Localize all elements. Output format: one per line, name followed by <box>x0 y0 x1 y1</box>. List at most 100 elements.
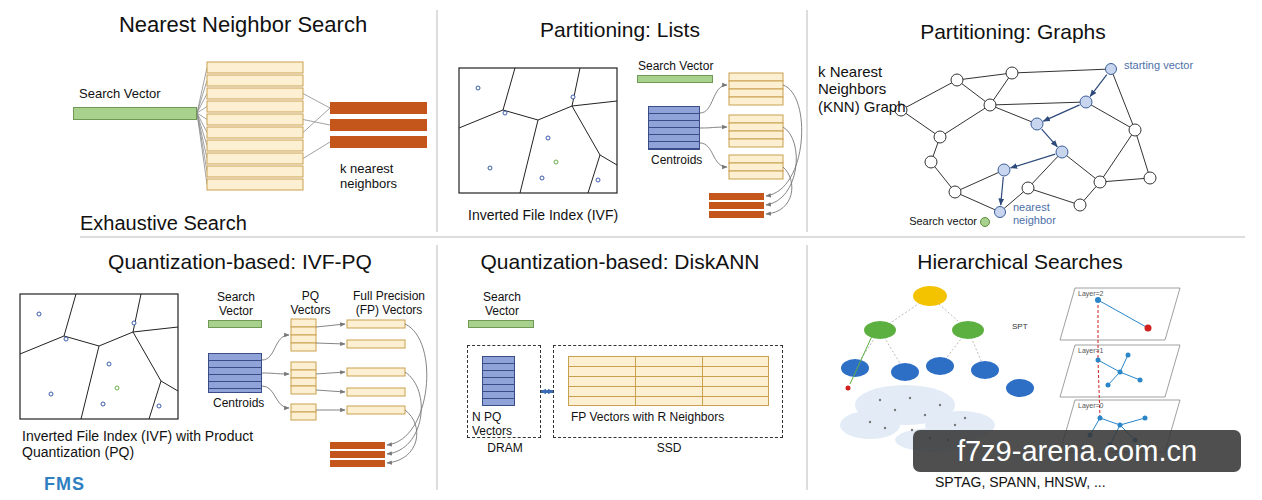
layer-link <box>1108 372 1120 385</box>
list-stack <box>729 97 783 105</box>
layer-label: Layer=2 <box>1078 290 1128 298</box>
graph-edge <box>955 192 1000 212</box>
pq-stack <box>291 386 316 394</box>
flow-arrow <box>316 410 345 411</box>
node-label: SSD <box>554 442 784 456</box>
voronoi-map <box>572 106 617 165</box>
layer-point <box>1143 416 1148 421</box>
graph-edge <box>1100 178 1150 182</box>
vector-node: Search Vector <box>468 320 534 328</box>
data-point <box>909 397 911 399</box>
flow-arrow <box>316 372 345 374</box>
graph-edge <box>1111 69 1135 130</box>
flow-arrow <box>316 390 345 392</box>
section-caption: Exhaustive Search <box>80 212 330 235</box>
database-vector <box>207 127 303 138</box>
graph-vertex <box>1144 172 1156 184</box>
database-vector <box>207 75 303 86</box>
flow-arrow <box>700 143 727 167</box>
layer-link <box>1098 360 1120 372</box>
graph-edge <box>1135 130 1150 178</box>
node-label: DRAM <box>468 442 542 456</box>
voronoi-map <box>572 68 580 106</box>
layer-point <box>1098 416 1103 421</box>
database-vector <box>207 114 303 125</box>
list-stack <box>729 171 783 179</box>
graph-edge <box>1086 102 1135 130</box>
graph-vertex <box>895 67 1156 211</box>
voronoi-map <box>459 68 515 128</box>
pq-stack <box>291 319 316 420</box>
voronoi-map <box>503 111 507 115</box>
flow-arrow <box>700 85 802 214</box>
graph-vertex <box>951 74 963 86</box>
example-list: SPTAG, SPANN, HNSW, ... <box>935 474 1185 490</box>
fan-line <box>197 113 207 185</box>
node-label: Search Vector <box>469 291 535 319</box>
vector-node: Search Vector <box>208 320 262 328</box>
visited-vertex <box>1031 118 1043 130</box>
pq-stack <box>291 404 316 412</box>
flow-arrow <box>387 324 427 445</box>
vector-node: Search Vector <box>73 107 197 120</box>
data-point <box>939 404 941 406</box>
search-path-arrow <box>1090 75 1107 97</box>
node-label: starting vector <box>1124 59 1224 72</box>
tree-node <box>952 321 984 339</box>
cluster-cloud <box>840 411 900 439</box>
result-vector <box>709 202 764 209</box>
layer-plane <box>1060 288 1180 452</box>
database-vector <box>207 62 303 73</box>
flow-arrow <box>766 167 792 214</box>
result-vector <box>330 442 385 449</box>
data-point <box>894 409 896 411</box>
panel-divider <box>807 10 808 232</box>
list-stack <box>729 115 783 123</box>
data-point <box>964 417 966 419</box>
graph-edge <box>990 102 1086 105</box>
pq-stack <box>291 370 316 378</box>
voronoi-map <box>459 68 617 193</box>
fan-line <box>303 94 330 109</box>
panel-divider <box>437 245 438 490</box>
list-stack <box>729 73 783 81</box>
layer-link <box>1120 418 1145 425</box>
panel-divider <box>437 10 438 232</box>
panel-divider <box>807 245 808 490</box>
database-vector <box>207 179 303 190</box>
flow-arrow <box>766 85 802 196</box>
node-label: nearest neighbor <box>1013 201 1068 226</box>
result-vector <box>330 460 385 467</box>
fp-vector <box>347 406 405 414</box>
graph-vertex <box>1022 182 1034 194</box>
tree-node <box>850 336 872 384</box>
layer-point <box>1106 383 1111 388</box>
layer-point <box>1096 358 1101 363</box>
layer-link <box>1100 418 1120 425</box>
layer-link <box>1120 355 1128 372</box>
vector-node: SSDFP Vectors with R Neighbors <box>553 345 783 438</box>
tree-node <box>841 286 1034 397</box>
list-stack <box>729 139 783 147</box>
panel-title: Partitioning: Graphs <box>863 20 1163 44</box>
layer-link <box>1098 300 1148 328</box>
vector-node: Centroids <box>648 106 700 150</box>
voronoi-map <box>476 86 480 90</box>
layer-plane <box>1060 288 1180 340</box>
graph-edge <box>901 69 1150 212</box>
watermark: f7z9-arena.com.cn <box>913 430 1241 472</box>
tree-node <box>1006 379 1034 397</box>
voronoi-map <box>476 86 600 182</box>
list-stack <box>729 81 783 89</box>
section-caption: k Nearest Neighbors (KNN) Graph <box>818 63 926 115</box>
vector-node: Search vector <box>980 217 990 227</box>
panel-title: Hierarchical Searches <box>870 250 1170 274</box>
tree-label: SPT <box>1012 322 1042 331</box>
tree-node <box>864 321 896 339</box>
fan-line <box>197 81 207 114</box>
panel-title: Nearest Neighbor Search <box>93 12 393 37</box>
database-vector <box>207 62 303 190</box>
flow-arrow <box>262 335 289 360</box>
pq-stack <box>291 319 316 327</box>
voronoi-map <box>488 166 492 170</box>
